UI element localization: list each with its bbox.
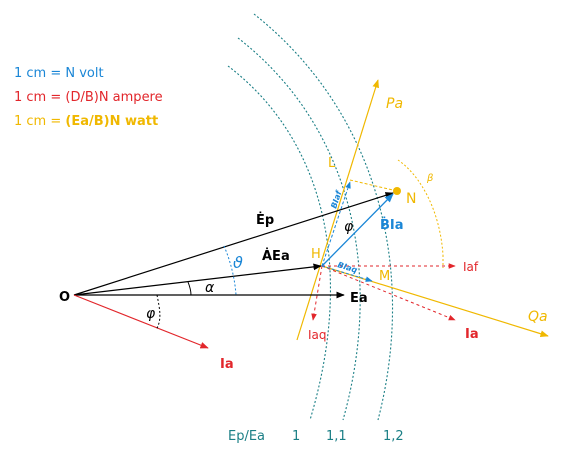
theta-angle-arc — [223, 245, 237, 296]
ea-label: Ea — [350, 291, 368, 306]
arc-ratio-1 — [227, 65, 331, 421]
power-scale-bold: (Ea/B)N watt — [65, 114, 159, 129]
beta-label: β — [426, 173, 434, 184]
beta-arc — [397, 159, 444, 256]
pa-label: Pa — [386, 96, 403, 112]
phi-small-label: φ — [146, 306, 156, 322]
alpha-label: α — [205, 280, 215, 296]
pa-axis — [296, 79, 379, 341]
qa-axis — [321, 265, 549, 337]
current-scale-legend: 1 cm = (D/B)N ampere — [14, 90, 163, 105]
phi-angle-arc — [155, 294, 161, 331]
qa-label: Qa — [528, 309, 548, 325]
power-scale-legend: 1 cm = (Ea/B)N watt — [14, 114, 158, 130]
theta-label: ϑ — [233, 253, 243, 272]
iaq-label: Iaq — [308, 328, 327, 342]
arc-ratio-1-1 — [237, 37, 361, 421]
l-dash-line — [349, 179, 398, 192]
alpha-angle-arc — [187, 281, 192, 296]
iaf-label: Iaf — [463, 260, 479, 274]
bia-label: ḂIa — [380, 217, 404, 233]
ratio-1-2-label: 1,2 — [383, 429, 404, 444]
aea-phasor — [73, 263, 322, 296]
ia-right-label: Ia — [465, 327, 479, 342]
phi-main-label: φ — [344, 219, 354, 235]
ia-left-label: Ia — [220, 357, 234, 372]
point-n-dot — [393, 187, 401, 195]
ep-label: Ėp — [256, 212, 274, 228]
point-l-label: L — [328, 156, 336, 171]
aea-label: ȦEa — [262, 248, 290, 264]
point-h-label: H — [311, 247, 321, 262]
arc-ratio-1-2 — [253, 13, 394, 421]
power-scale-prefix: 1 cm = — [14, 114, 66, 129]
point-n-label: N — [406, 191, 416, 207]
voltage-scale-legend: 1 cm = N volt — [14, 66, 104, 81]
ratio-1-label: 1 — [292, 429, 300, 444]
bia-phasor — [321, 193, 394, 267]
biaq-dashed — [321, 265, 373, 282]
point-m-label: M — [379, 269, 390, 284]
ratio-1-1-label: 1,1 — [326, 429, 347, 444]
origin-label: O — [59, 290, 70, 305]
ep-phasor — [73, 192, 394, 296]
ratio-axis-label: Ep/Ea — [228, 429, 265, 444]
ia-phasor — [73, 294, 209, 349]
